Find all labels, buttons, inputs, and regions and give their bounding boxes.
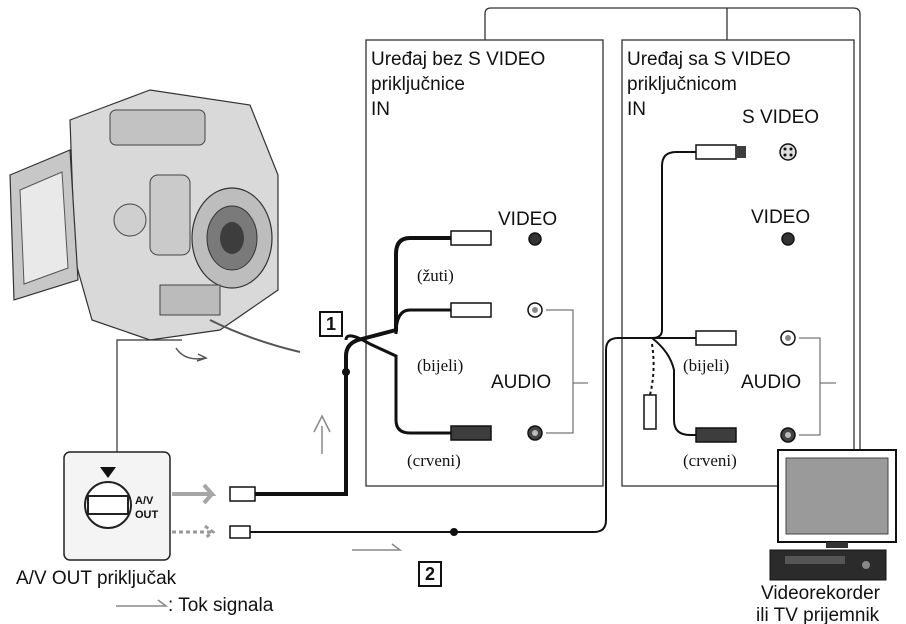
cable-tag-2: 2	[418, 561, 442, 587]
signal-arrow-up-icon	[314, 416, 330, 454]
panel-left-frame	[366, 40, 603, 486]
legend-arrow-icon	[116, 600, 166, 606]
panel-right-title-1: Uređaj sa S VIDEO	[627, 50, 791, 69]
video-jack-right	[782, 233, 794, 245]
av-out-jack-panel	[64, 452, 170, 560]
panel-right-video-label: VIDEO	[751, 208, 810, 227]
panel-right-title-2: priključnicom	[627, 75, 737, 94]
device-caption-1: Videorekorder	[761, 584, 880, 603]
signal-arrow-right-icon	[352, 544, 400, 550]
panel-right-frame	[622, 40, 854, 486]
camcorder-icon	[10, 90, 278, 340]
panel-right-audio-label: AUDIO	[741, 373, 801, 392]
tv-icon	[778, 450, 896, 548]
panel-left-title-1: Uređaj bez S VIDEO	[371, 50, 545, 69]
device-caption-2: ili TV prijemnik	[756, 606, 879, 624]
cable-white-label-right: (bijeli)	[683, 357, 729, 374]
svideo-label: S VIDEO	[742, 108, 819, 127]
vcr-icon	[770, 550, 886, 580]
panel-left-audio-label: AUDIO	[491, 373, 551, 392]
cable-red-label-left: (crveni)	[407, 452, 461, 469]
av-out-caption: A/V OUT priključak	[16, 569, 176, 588]
video-jack-left	[529, 233, 541, 245]
panel-left-video-label: VIDEO	[498, 210, 557, 229]
av-jack-label-1: A/V	[135, 496, 153, 507]
panel-left-title-2: priključnice	[371, 75, 465, 94]
av-jack-label-2: OUT	[135, 510, 158, 521]
panel-right-in-label: IN	[627, 100, 646, 119]
panel-left-in-label: IN	[371, 100, 390, 119]
cable-red-label-right: (crveni)	[683, 452, 737, 469]
cable-white-label-left: (bijeli)	[417, 357, 463, 374]
cable-tag-1: 1	[319, 311, 343, 337]
svideo-jack	[780, 144, 796, 160]
cable-yellow-label: (žuti)	[417, 267, 454, 284]
legend-caption: : Tok signala	[168, 596, 273, 615]
